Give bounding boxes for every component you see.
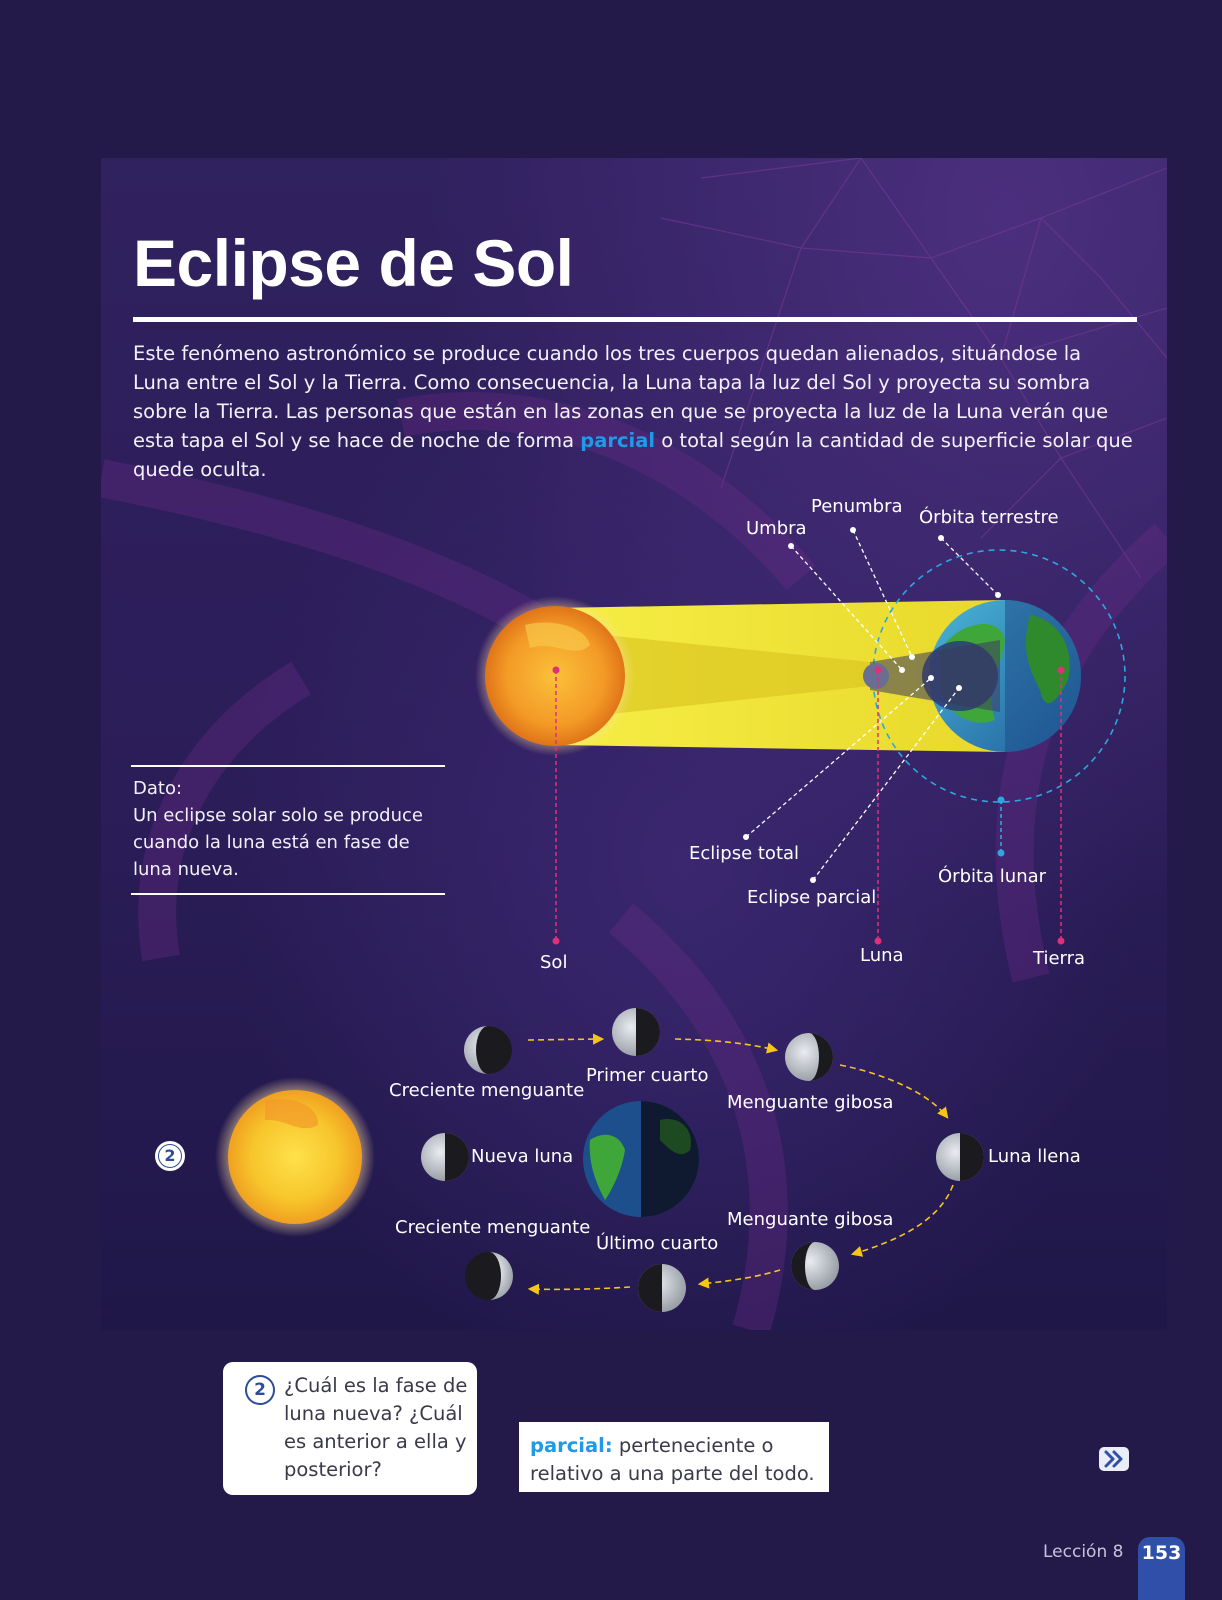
next-page-button[interactable] <box>1099 1447 1129 1471</box>
eclipse-illustration <box>475 549 1126 803</box>
label-eclipse-parcial: Eclipse parcial <box>747 887 877 908</box>
label-sol: Sol <box>540 952 568 973</box>
africa-icon <box>1025 615 1070 704</box>
intro-paragraph: Este fenómeno astronómico se produce cua… <box>133 339 1133 484</box>
sun-icon <box>485 606 625 746</box>
light-cone <box>555 630 870 720</box>
figure-marker: 2 <box>155 1141 185 1171</box>
sun-small-icon <box>228 1090 362 1224</box>
label-penumbra: Penumbra <box>811 496 903 517</box>
label-tierra: Tierra <box>1033 948 1086 969</box>
question-text: ¿Cuál es la fase de luna nueva? ¿Cuál es… <box>284 1374 468 1481</box>
africa-small-icon <box>660 1119 691 1155</box>
penumbra-shadow <box>870 640 1000 712</box>
glossary-keyword[interactable]: parcial <box>580 429 656 452</box>
label-menguante-gibosa-top: Menguante gibosa <box>727 1092 894 1113</box>
moon-phases-illustration <box>215 1008 984 1312</box>
glossary-entry: parcial: perteneciente o relativo a una … <box>519 1422 829 1488</box>
moon-icon <box>863 663 889 689</box>
title-divider <box>133 317 1137 322</box>
south-america-icon <box>589 1134 625 1200</box>
glossary-box: parcial: perteneciente o relativo a una … <box>519 1422 829 1492</box>
glossary-term: parcial: <box>530 1434 613 1457</box>
moon-ultimo-cuarto-icon <box>638 1264 686 1312</box>
label-luna: Luna <box>860 945 904 966</box>
sun-flare-icon <box>525 622 590 651</box>
label-creciente-menguante-bottom: Creciente menguante <box>395 1217 591 1238</box>
glossary-definition: perteneciente o relativo a una parte del… <box>530 1434 815 1485</box>
phase-arrows <box>527 1033 954 1295</box>
label-ultimo-cuarto: Último cuarto <box>596 1233 719 1254</box>
fact-text: Un eclipse solar solo se produce cuando … <box>133 805 423 880</box>
lunar-orbit-ring <box>872 549 1126 803</box>
label-primer-cuarto: Primer cuarto <box>586 1065 709 1086</box>
body-pointers <box>555 670 1062 941</box>
moon-menguante-gibosa-bottom-icon <box>791 1242 839 1290</box>
earth-small-night-side <box>641 1101 699 1217</box>
moon-nueva-luna-icon <box>421 1133 469 1181</box>
question-number: 2 <box>245 1375 275 1405</box>
label-luna-llena: Luna llena <box>988 1146 1081 1167</box>
page-number: 153 <box>1141 1542 1182 1564</box>
lesson-label: Lección 8 <box>1043 1542 1124 1562</box>
pointer-lines <box>745 529 999 881</box>
double-chevron-right-icon <box>1104 1450 1123 1468</box>
moon-menguante-gibosa-top-icon <box>785 1033 833 1081</box>
page-title: Eclipse de Sol <box>133 226 574 300</box>
pointer-dots <box>743 527 1001 883</box>
label-creciente-menguante-top: Creciente menguante <box>389 1080 585 1101</box>
sun-small-flare-icon <box>265 1098 319 1129</box>
moon-creciente-top-icon <box>464 1026 512 1074</box>
label-orbita-terrestre: Órbita terrestre <box>919 507 1059 528</box>
fact-heading: Dato: <box>133 778 183 799</box>
intro-text-start: Este fenómeno astronómico se produce cua… <box>133 342 1109 452</box>
intro-text-end: o total según la cantidad de superficie … <box>133 429 1133 481</box>
orbit-pointer-dot-bottom <box>997 849 1005 857</box>
fact-box: Dato: Un eclipse solar solo se produce c… <box>131 765 445 895</box>
page-number-tab <box>1138 1537 1185 1600</box>
label-orbita-lunar: Órbita lunar <box>938 866 1047 887</box>
moon-creciente-bottom-icon <box>465 1252 513 1300</box>
label-menguante-gibosa-bottom: Menguante gibosa <box>727 1209 894 1230</box>
moon-primer-cuarto-icon <box>612 1008 660 1056</box>
figure-marker-number: 2 <box>158 1144 182 1168</box>
moon-luna-llena-icon <box>936 1133 984 1181</box>
label-umbra: Umbra <box>746 518 807 539</box>
body-pointer-dots <box>552 666 1065 945</box>
orbit-pointer-dot-top <box>997 796 1005 804</box>
label-nueva-luna: Nueva luna <box>471 1146 574 1167</box>
label-eclipse-total: Eclipse total <box>689 843 800 864</box>
